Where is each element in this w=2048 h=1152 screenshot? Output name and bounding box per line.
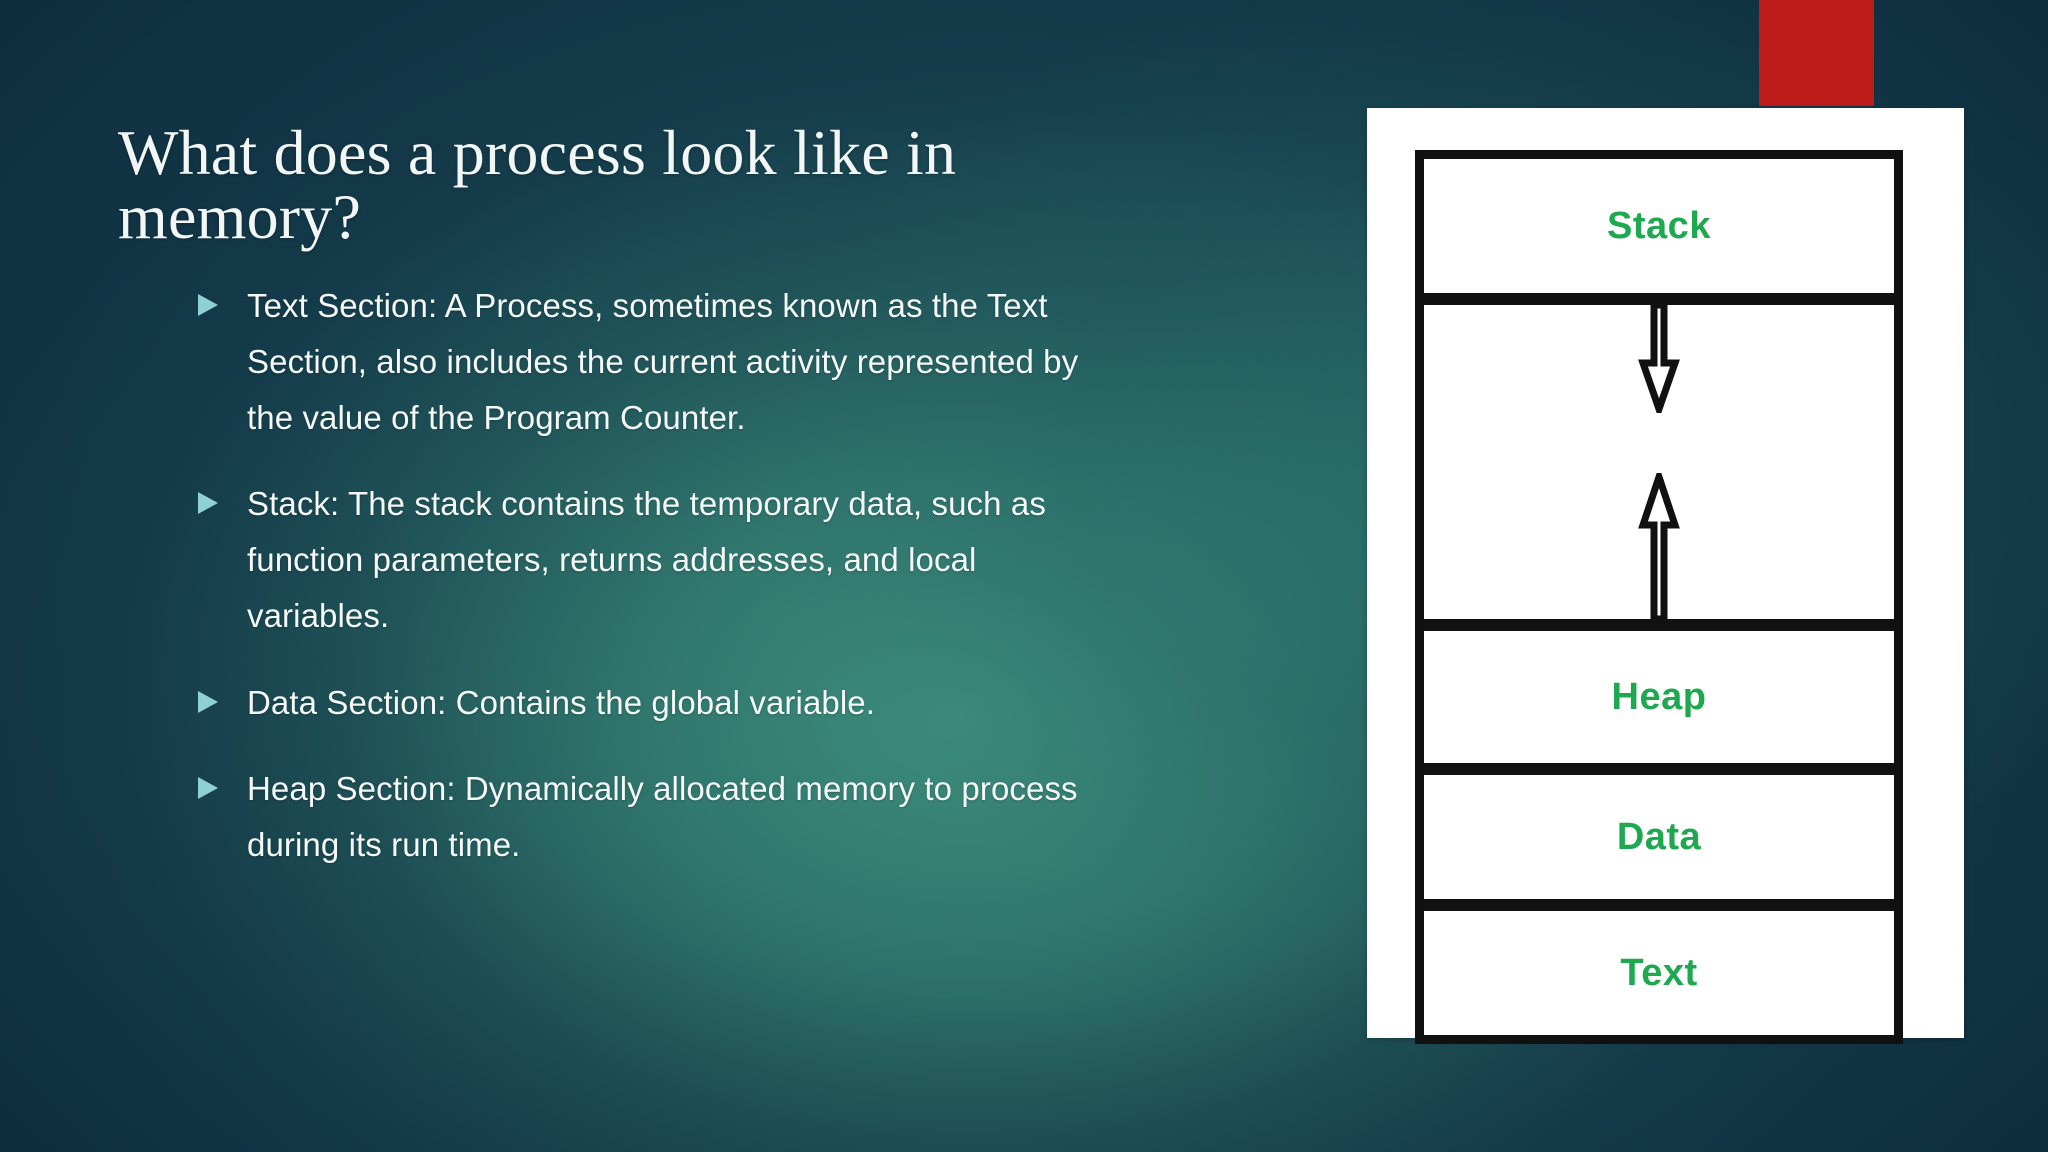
triangle-right-icon — [195, 490, 221, 516]
list-item-text: Text Section: A Process, sometimes known… — [247, 287, 1079, 437]
memory-section-label: Stack — [1607, 205, 1711, 247]
memory-section-label: Heap — [1611, 676, 1707, 718]
triangle-right-icon — [195, 292, 221, 318]
list-item: Data Section: Contains the global variab… — [195, 675, 1125, 731]
list-item-text: Data Section: Contains the global variab… — [247, 683, 876, 721]
grow-up-arrow-icon — [1633, 465, 1685, 623]
bullet-list: Text Section: A Process, sometimes known… — [195, 278, 1125, 903]
triangle-right-icon — [195, 689, 221, 715]
memory-layout-box: Stack Heap Data — [1415, 150, 1903, 1044]
memory-section-text: Text — [1415, 902, 1903, 1044]
red-accent-bar — [1759, 0, 1874, 106]
list-item: Text Section: A Process, sometimes known… — [195, 278, 1125, 446]
list-item: Stack: The stack contains the temporary … — [195, 476, 1125, 644]
memory-section-heap: Heap — [1415, 622, 1903, 772]
list-item-text: Heap Section: Dynamically allocated memo… — [247, 769, 1078, 863]
grow-down-arrow-icon — [1633, 301, 1685, 420]
process-memory-diagram: Stack Heap Data — [1367, 108, 1964, 1044]
list-item-text: Stack: The stack contains the temporary … — [247, 485, 1046, 635]
memory-section-data: Data — [1415, 766, 1903, 908]
triangle-right-icon — [195, 775, 221, 801]
memory-section-label: Data — [1616, 816, 1702, 858]
memory-section-free-space — [1415, 296, 1903, 628]
page-title: What does a process look like in memory? — [118, 116, 957, 252]
list-item: Heap Section: Dynamically allocated memo… — [195, 761, 1125, 873]
memory-section-label: Text — [1620, 952, 1698, 994]
memory-section-stack: Stack — [1415, 150, 1903, 302]
